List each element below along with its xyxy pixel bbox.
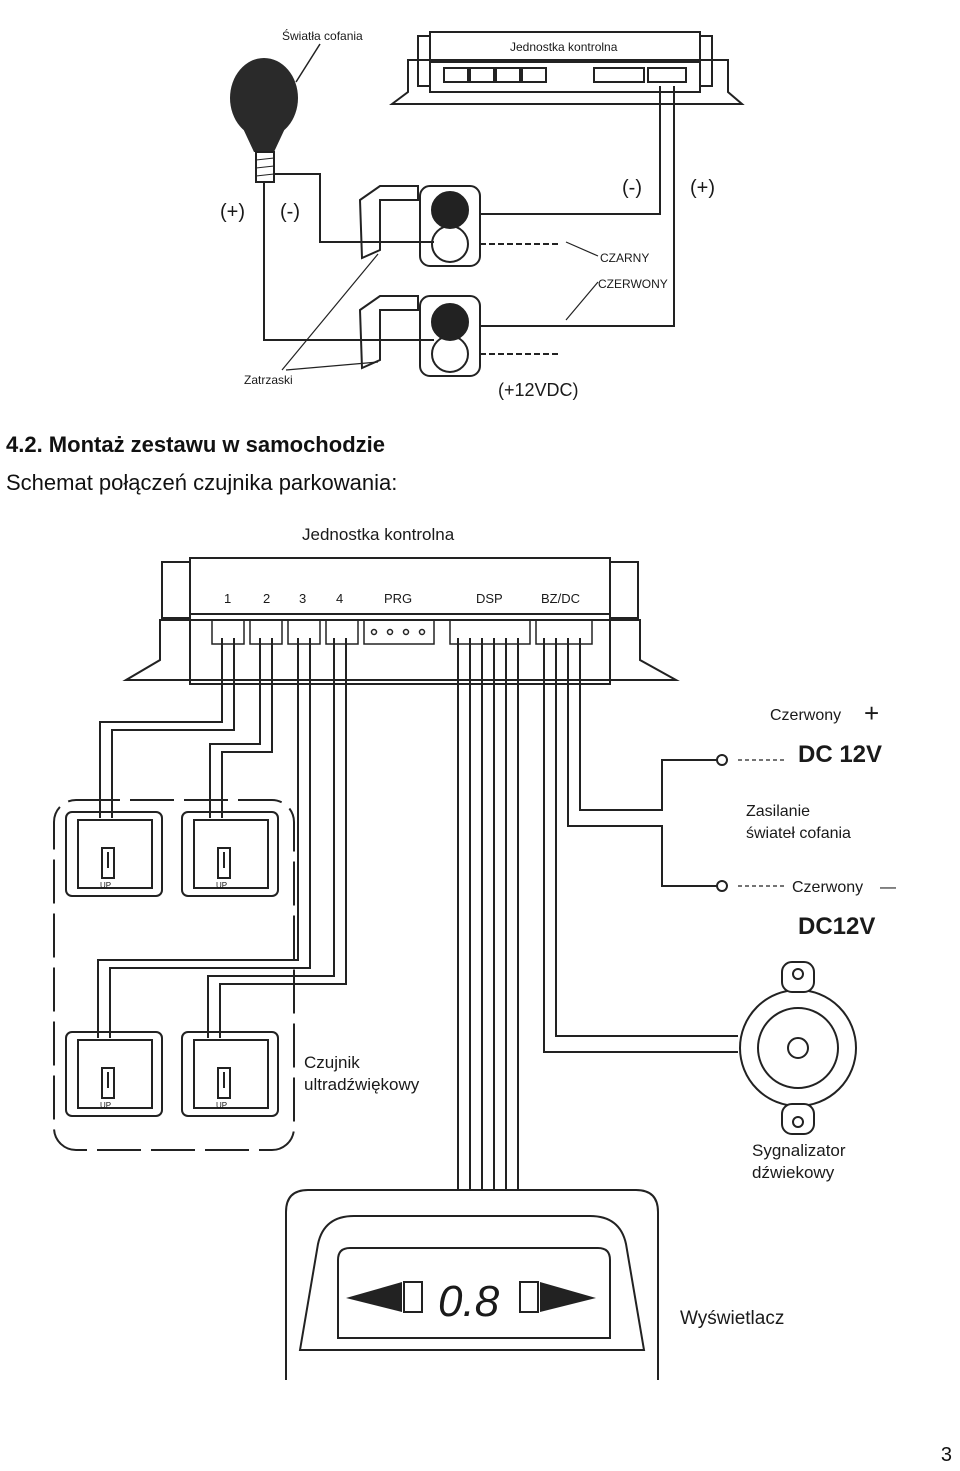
- reverse-light-bulb-icon: [230, 58, 298, 183]
- ultrasonic-sensor-1: [65, 811, 163, 897]
- sensor-arrow-text-1: UP: [100, 881, 111, 890]
- reverse-light-wiring-diagram: Jednostka kontrolna Światła cofania (+) …: [220, 28, 745, 400]
- display-left-cap: [403, 1281, 423, 1313]
- power-buzzer-wires: [543, 638, 786, 1053]
- port-label-prg: PRG: [384, 591, 412, 606]
- display-value: 0.8: [438, 1277, 500, 1326]
- sensor-arrow-text-2: UP: [216, 881, 227, 890]
- display-unit: [285, 1189, 659, 1380]
- minus-right-label: (-): [622, 177, 642, 199]
- display-left-bar: [346, 1282, 402, 1312]
- red-plus-label: Czerwony: [770, 707, 841, 724]
- control-unit: [122, 557, 680, 685]
- dc12v-bottom-label: DC12V: [798, 913, 875, 940]
- port-label-2: 2: [263, 591, 270, 606]
- minus-left-label: (-): [280, 201, 300, 223]
- sensor-label-1: Czujnik: [304, 1053, 360, 1072]
- port-sockets: [211, 619, 593, 645]
- port-label-bzdc: BZ/DC: [541, 591, 580, 606]
- buzzer-label-1: Sygnalizator: [752, 1141, 846, 1160]
- sensor-wires: [97, 638, 347, 1038]
- sensor-label-2: ultradźwiękowy: [304, 1075, 420, 1094]
- sensor-arrow-text-3: UP: [100, 1101, 111, 1110]
- display-wires: [457, 638, 519, 1190]
- bulb-wires: [263, 86, 675, 341]
- control-unit-title: Jednostka kontrolna: [302, 525, 455, 544]
- parking-sensor-wiring-diagram: Jednostka kontrolna 1 2 3 4 PRG DSP BZ/D…: [53, 525, 896, 1380]
- black-wire-label: CZARNY: [600, 251, 649, 265]
- connector-lower: [358, 295, 560, 377]
- section-heading: 4.2. Montaż zestawu w samochodzie: [6, 432, 385, 457]
- red-wire-label: CZERWONY: [598, 277, 668, 291]
- ultrasonic-sensor-3: [65, 1031, 163, 1117]
- sensor-arrow-text-4: UP: [216, 1101, 227, 1110]
- control-unit-top: [389, 31, 745, 105]
- plus-left-label: (+): [220, 201, 245, 223]
- port-label-3: 3: [299, 591, 306, 606]
- page-number: 3: [940, 1444, 952, 1466]
- section-subtitle: Schemat połączeń czujnika parkowania:: [6, 470, 398, 495]
- port-labels: 1 2 3 4 PRG DSP BZ/DC: [224, 591, 580, 606]
- control-unit-top-label: Jednostka kontrolna: [510, 40, 618, 54]
- display-right-cap: [519, 1281, 539, 1313]
- sensor-group-frame: [53, 799, 295, 1151]
- reverse-supply-label-1: Zasilanie: [746, 803, 810, 820]
- port-label-1: 1: [224, 591, 231, 606]
- plus-right-label: (+): [690, 177, 715, 199]
- buzzer-label-2: dźwiekowy: [752, 1163, 835, 1182]
- ultrasonic-sensor-4: [181, 1031, 279, 1117]
- reverse-lights-label: Światła cofania: [282, 28, 363, 43]
- minus-sign: —: [880, 879, 896, 896]
- clips-label: Zatrzaski: [244, 373, 293, 387]
- connector-upper: [358, 185, 560, 267]
- display-right-bar: [540, 1282, 596, 1312]
- port-label-4: 4: [336, 591, 343, 606]
- buzzer-icon: [739, 961, 857, 1135]
- port-label-dsp: DSP: [476, 591, 503, 606]
- plus-sign: +: [864, 698, 879, 728]
- voltage-label: (+12VDC): [498, 380, 579, 400]
- red-minus-label: Czerwony: [792, 879, 863, 896]
- ultrasonic-sensor-2: [181, 811, 279, 897]
- reverse-supply-label-2: świateł cofania: [746, 825, 851, 842]
- display-label: Wyświetlacz: [680, 1308, 784, 1329]
- dc12v-top-label: DC 12V: [798, 741, 882, 768]
